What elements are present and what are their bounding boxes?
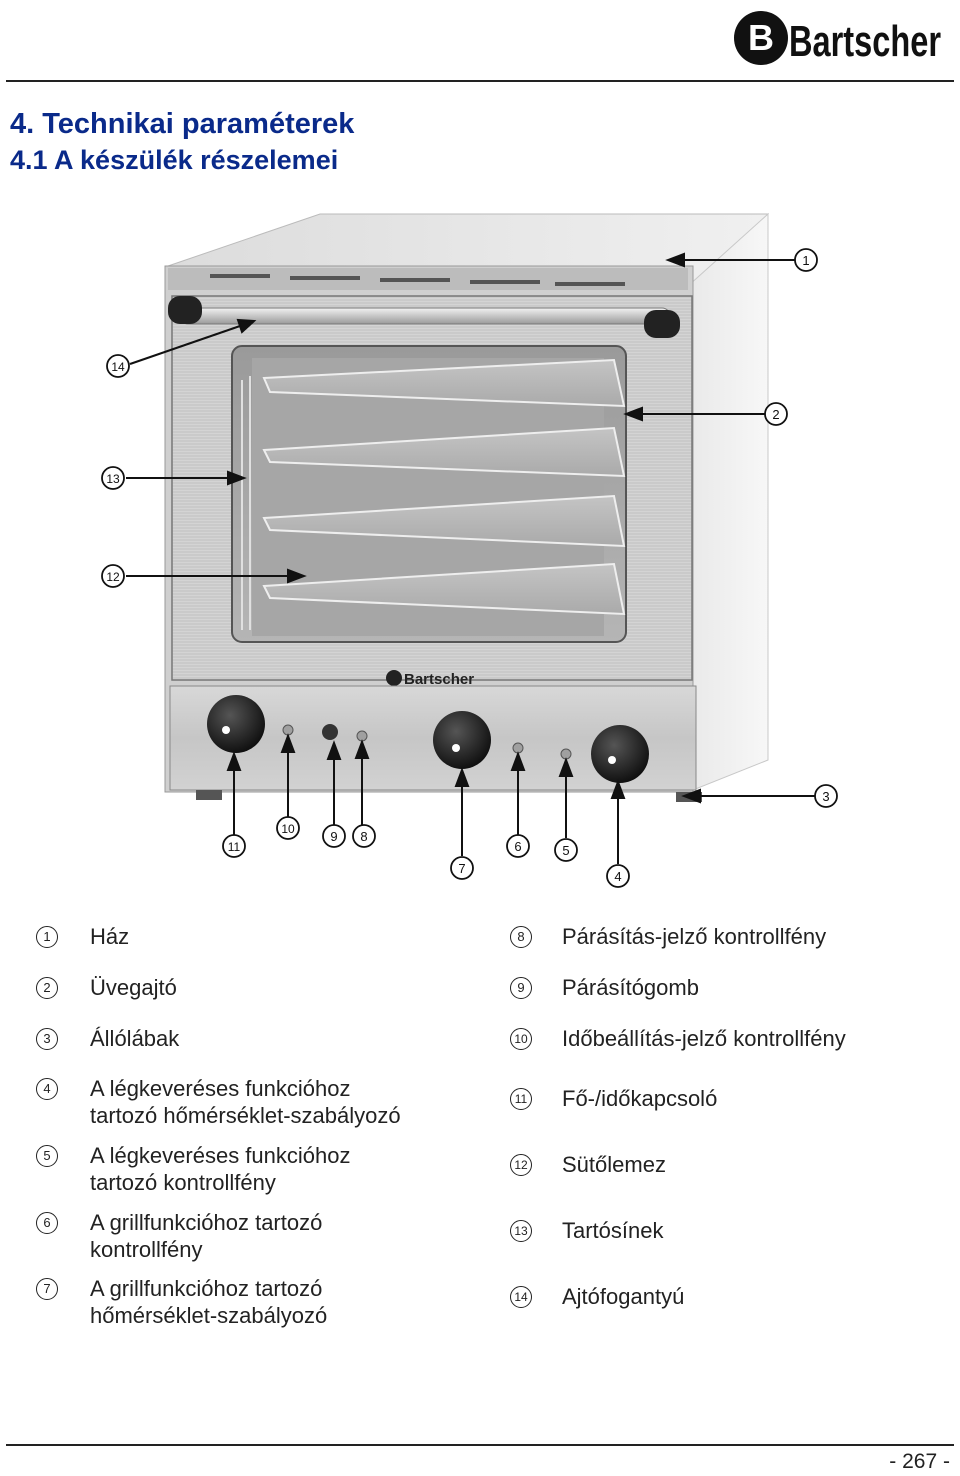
legend-item: 6 A grillfunkcióhoz tartozó kontrollfény xyxy=(0,1209,470,1267)
legend-item: 8 Párásítás-jelző kontrollfény xyxy=(480,923,950,953)
door-logo: Bartscher xyxy=(386,670,474,688)
page-number: - 267 - xyxy=(889,1450,950,1473)
svg-text:14: 14 xyxy=(111,360,125,374)
subsection-title: 4.1 A készülék részelemei xyxy=(10,145,339,175)
support-rails xyxy=(241,376,251,630)
svg-text:1: 1 xyxy=(802,253,809,268)
bartscher-logo: B Bartscher xyxy=(734,11,941,66)
legend-item: 11 Fő-/időkapcsoló xyxy=(480,1085,950,1115)
callout-8: 8 xyxy=(352,824,376,848)
svg-text:9: 9 xyxy=(330,829,337,844)
callout-5: 5 xyxy=(554,838,578,862)
grill-temp-knob xyxy=(433,711,491,769)
svg-text:B: B xyxy=(748,17,774,58)
door-handle xyxy=(168,296,680,338)
callout-6: 6 xyxy=(506,834,530,858)
legend-item: 2 Üvegajtó xyxy=(0,974,470,1004)
header-rule xyxy=(6,80,954,82)
callout-12: 12 xyxy=(101,564,125,588)
svg-text:2: 2 xyxy=(772,407,779,422)
callout-11: 11 xyxy=(222,834,246,858)
legend-item: 10 Időbeállítás-jelző kontrollfény xyxy=(480,1025,950,1055)
legend-item: 7 A grillfunkcióhoz tartozó hőmérséklet-… xyxy=(0,1275,470,1333)
svg-text:7: 7 xyxy=(458,861,465,876)
svg-text:12: 12 xyxy=(106,570,120,584)
svg-text:5: 5 xyxy=(562,843,569,858)
callout-9: 9 xyxy=(322,824,346,848)
callout-1: 1 xyxy=(794,248,818,272)
main-timer-knob xyxy=(207,695,265,753)
svg-text:8: 8 xyxy=(360,829,367,844)
legend-item: 9 Párásítógomb xyxy=(480,974,950,1004)
legend-item: 4 A légkeveréses funkcióhoz tartozó hőmé… xyxy=(0,1075,470,1133)
legend-item: 13 Tartósínek xyxy=(480,1217,950,1247)
svg-text:3: 3 xyxy=(822,789,829,804)
callout-2: 2 xyxy=(764,402,788,426)
parts-legend: 1 Ház 2 Üvegajtó 3 Állólábak 4 A légkeve… xyxy=(0,915,960,1345)
logo-text: Bartscher xyxy=(789,17,941,66)
svg-text:6: 6 xyxy=(514,839,521,854)
door-logo-text: Bartscher xyxy=(404,671,474,688)
svg-text:10: 10 xyxy=(281,822,295,836)
legend-item: 3 Állólábak xyxy=(0,1025,470,1055)
legend-item: 12 Sütőlemez xyxy=(480,1151,950,1181)
svg-text:13: 13 xyxy=(106,472,120,486)
svg-text:4: 4 xyxy=(614,869,621,884)
callout-14: 14 xyxy=(106,354,130,378)
steam-button xyxy=(322,724,338,740)
callout-7: 7 xyxy=(450,856,474,880)
legend-item: 1 Ház xyxy=(0,923,470,953)
callout-4: 4 xyxy=(606,864,630,888)
section-title: 4. Technikai paraméterek xyxy=(10,108,355,140)
callout-10: 10 xyxy=(276,816,300,840)
oven-side xyxy=(687,212,769,793)
legend-item: 5 A légkeveréses funkcióhoz tartozó kont… xyxy=(0,1142,470,1200)
legend-item: 14 Ajtófogantyú xyxy=(480,1283,950,1313)
baking-trays xyxy=(262,358,626,616)
convection-temp-knob xyxy=(591,725,649,783)
footer-rule xyxy=(6,1444,954,1446)
svg-text:11: 11 xyxy=(228,840,241,854)
oven-diagram: Bartscher xyxy=(101,212,838,888)
callout-3: 3 xyxy=(814,784,838,808)
callout-13: 13 xyxy=(101,466,125,490)
